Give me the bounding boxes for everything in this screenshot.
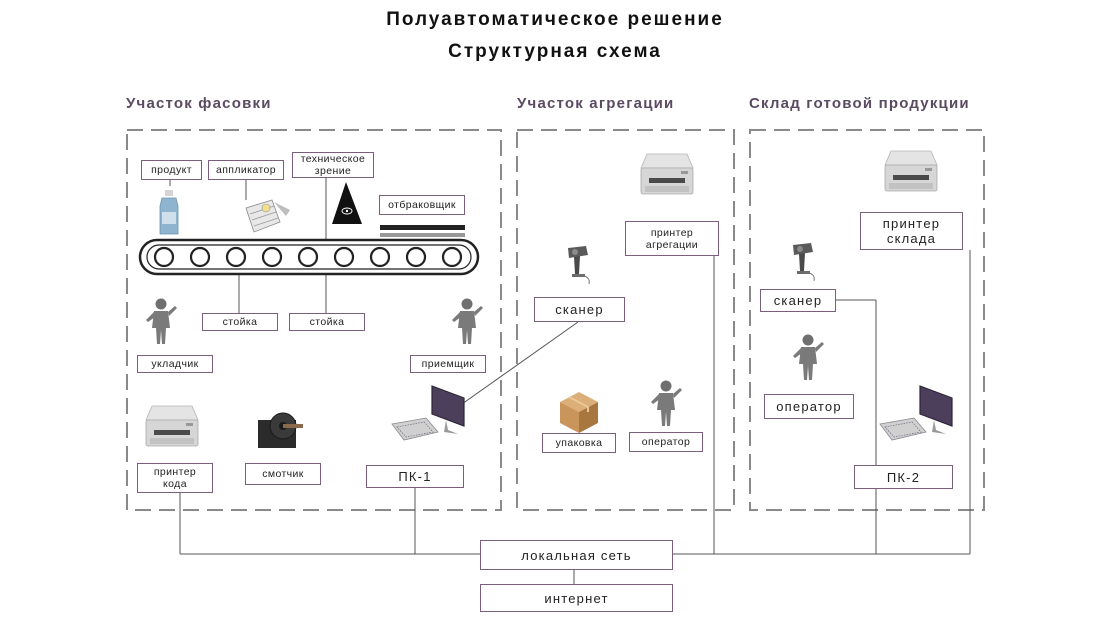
agg-scanner-icon (567, 245, 590, 285)
zone-label-warehouse: Склад готовой продукции (749, 95, 970, 112)
label-pc-1: ПК-1 (366, 465, 464, 488)
diagram-subtitle: Структурная схема (448, 41, 662, 62)
label-rejector: отбраковщик (379, 195, 465, 215)
pc2-computer-icon (879, 385, 953, 441)
rejector-bar-icon (380, 225, 465, 237)
label-vision: техническое зрение (292, 152, 374, 178)
label-wh-operator: оператор (764, 394, 854, 419)
label-wh-printer: принтер склада (860, 212, 963, 250)
label-code-printer: принтер кода (137, 463, 213, 493)
vision-camera-icon (332, 182, 362, 224)
label-wh-scanner: сканер (760, 289, 836, 312)
winder-icon (258, 412, 303, 448)
label-agg-operator: оператор (629, 432, 703, 452)
label-receiver: приемщик (410, 355, 486, 373)
label-roll-icon (245, 199, 290, 233)
zone-packing-outline (126, 129, 502, 511)
label-packaging: упаковка (542, 433, 616, 453)
cardboard-box-icon (560, 392, 598, 433)
label-stacker: укладчик (137, 355, 213, 373)
label-stand-2: стойка (289, 313, 365, 331)
label-product: продукт (141, 160, 202, 180)
person-stacker-icon (146, 298, 177, 344)
label-applicator: аппликатор (208, 160, 284, 180)
person-wh-operator-icon (793, 334, 824, 380)
connection-lines (169, 178, 971, 584)
label-stand-1: стойка (202, 313, 278, 331)
bottle-icon (159, 190, 179, 235)
person-receiver-icon (452, 298, 483, 344)
label-agg-scanner: сканер (534, 297, 625, 322)
zone-warehouse-outline (749, 129, 985, 511)
label-agg-printer: принтер агрегации (625, 221, 719, 256)
label-winder: смотчик (245, 463, 321, 485)
zone-outlines (126, 129, 985, 511)
diagram-title: Полуавтоматическое решение (386, 9, 724, 30)
code-printer-icon (145, 405, 199, 447)
wh-printer-icon (884, 150, 938, 192)
label-local-network: локальная сеть (480, 540, 673, 570)
person-agg-operator-icon (651, 380, 682, 426)
zone-label-packing: Участок фасовки (126, 95, 272, 112)
wh-scanner-icon (792, 242, 815, 282)
label-internet: интернет (480, 584, 673, 612)
conveyor-icon (138, 238, 480, 276)
zone-label-aggregation: Участок агрегации (517, 95, 675, 112)
label-pc-2: ПК-2 (854, 465, 953, 489)
zone-aggregation-outline (516, 129, 735, 511)
pc1-computer-icon (391, 385, 465, 441)
agg-printer-icon (640, 153, 694, 195)
